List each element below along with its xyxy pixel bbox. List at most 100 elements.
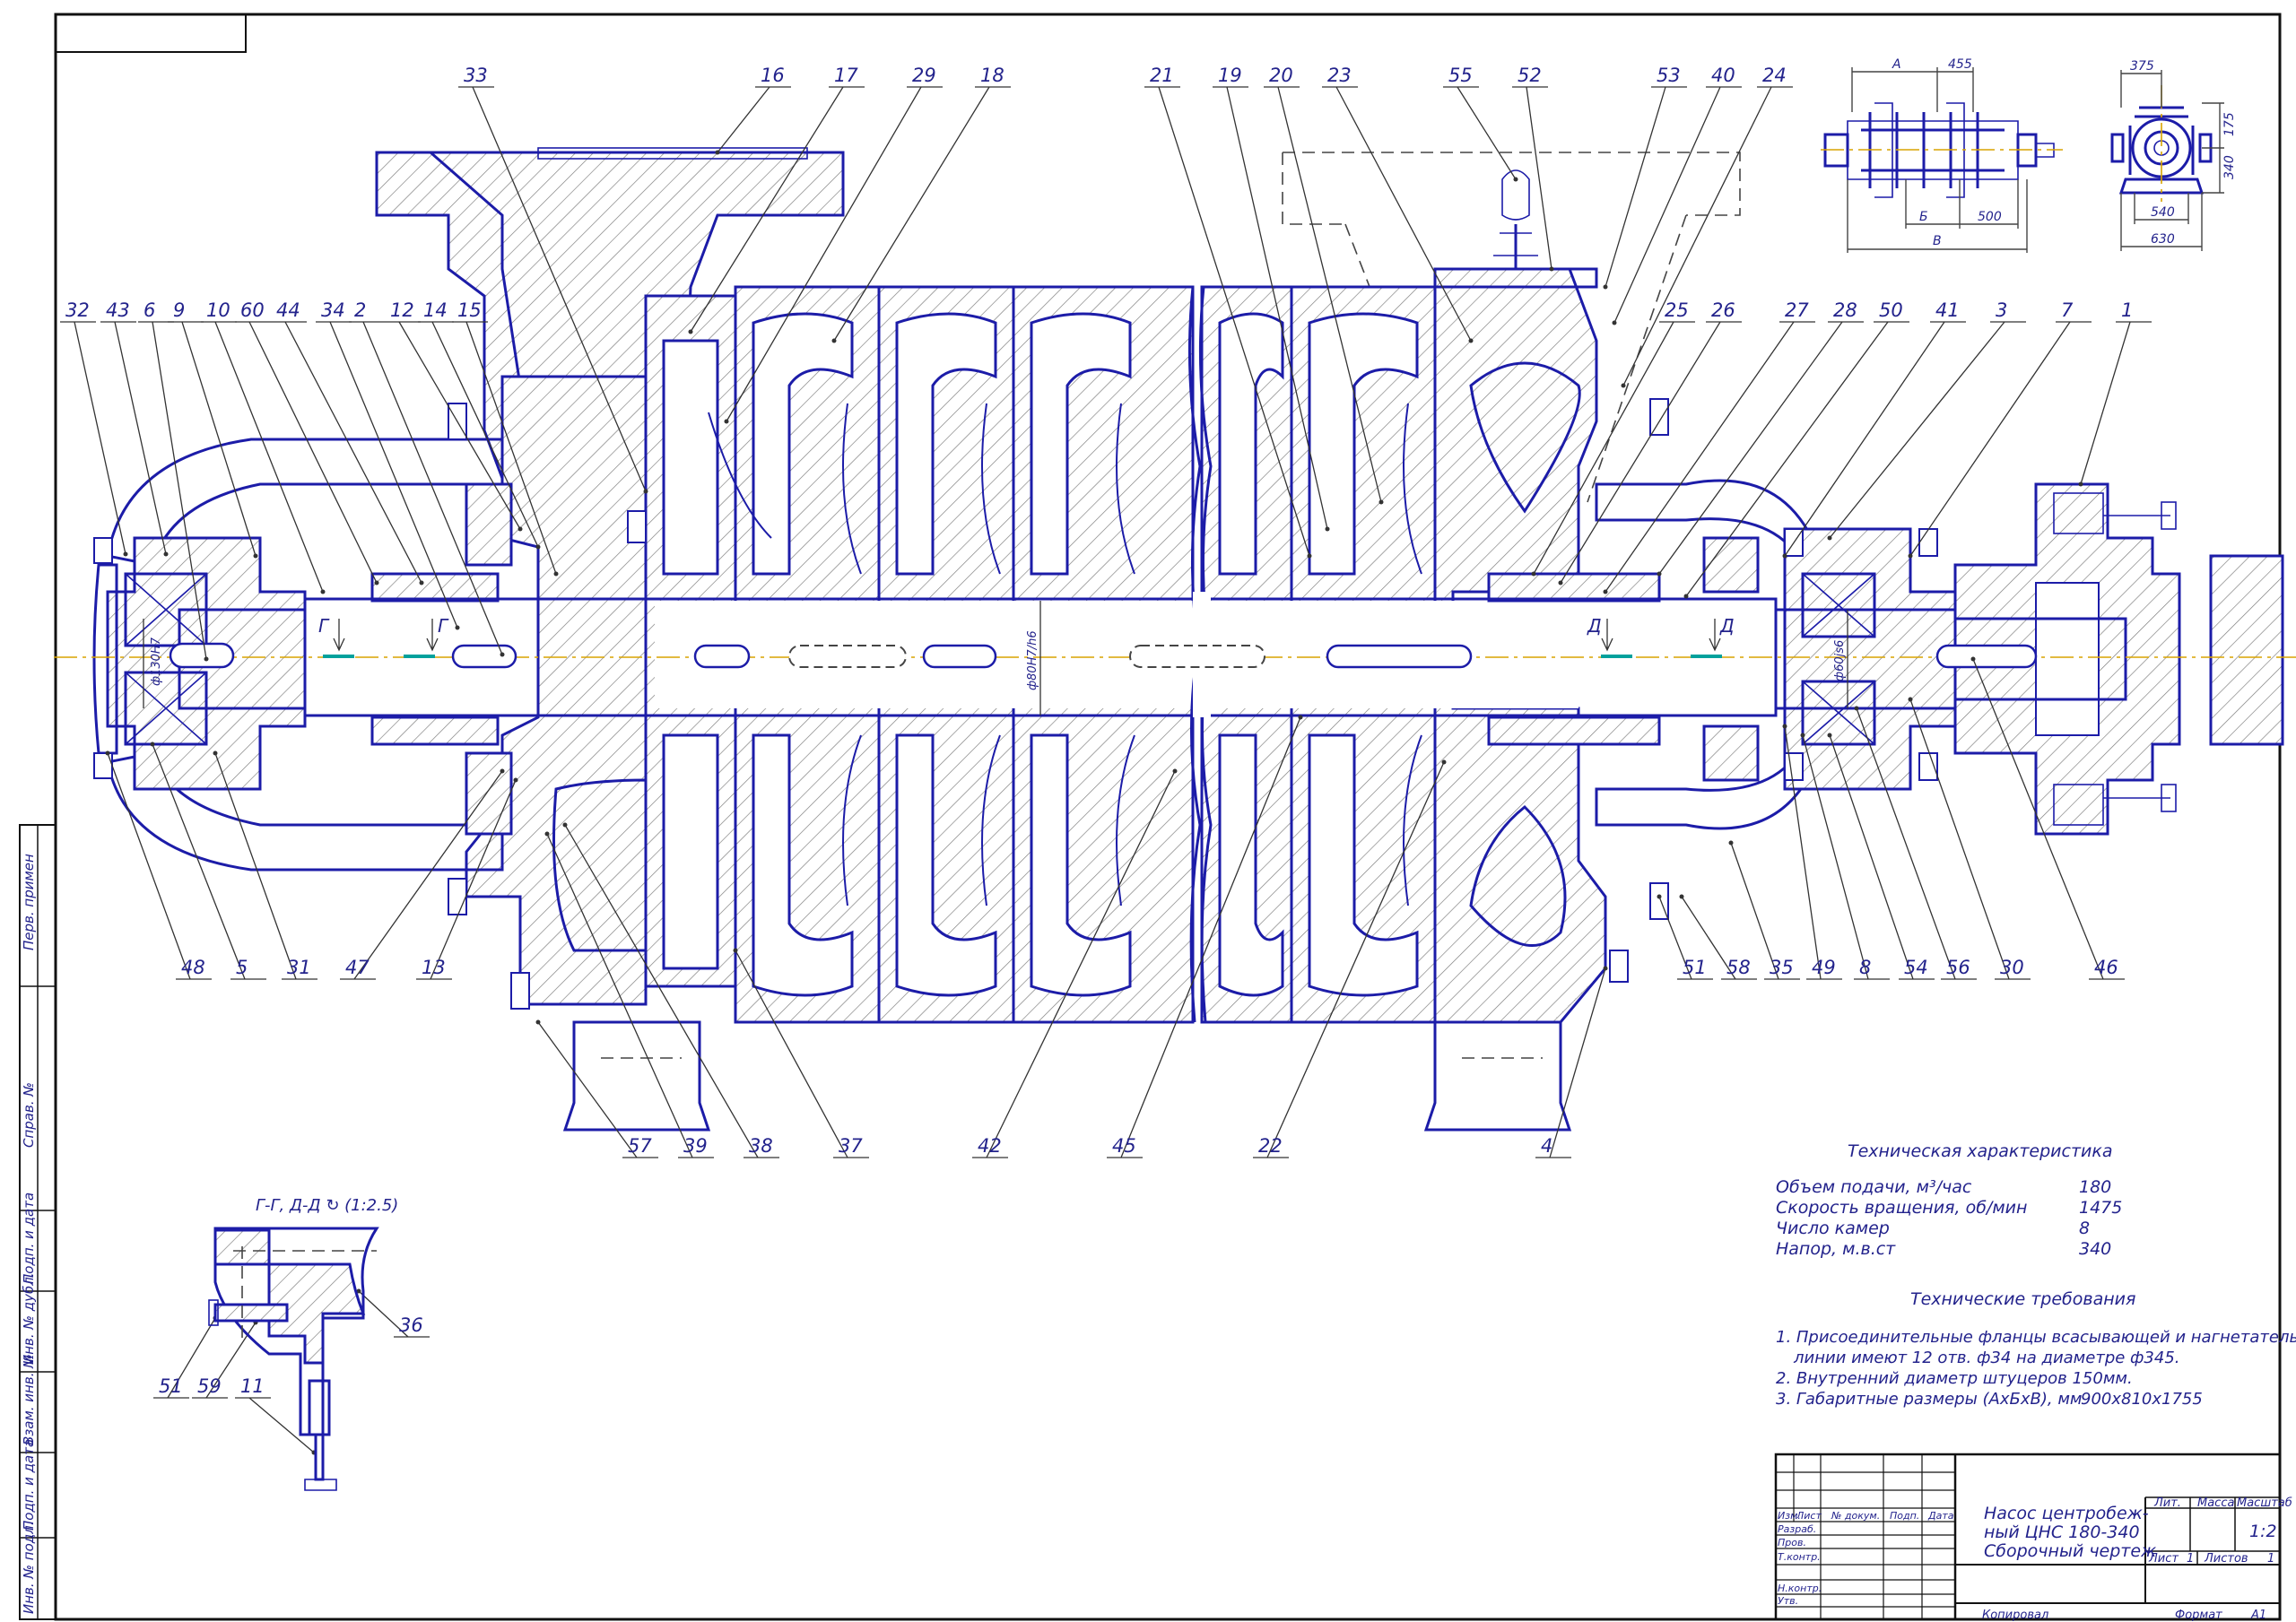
callout-16: 16 — [715, 65, 791, 155]
callout-47: 47 — [340, 768, 505, 980]
callout-number: 5 — [236, 957, 248, 978]
callout-number: 12 — [390, 299, 414, 321]
callout-number: 47 — [345, 957, 370, 978]
callout-31: 31 — [213, 750, 317, 980]
callout-number: 29 — [912, 65, 936, 86]
callout-4: 4 — [1535, 966, 1608, 1158]
callout-49: 49 — [1782, 724, 1842, 980]
mass-label: Масса — [2197, 1496, 2234, 1510]
overall-top-view — [1821, 67, 2063, 253]
callout-number: 7 — [2061, 299, 2074, 321]
callout-number: 44 — [276, 299, 300, 321]
callout-number: 59 — [197, 1375, 222, 1397]
tech-char-value-0: 180 — [2079, 1177, 2111, 1197]
callout-30: 30 — [1908, 697, 2031, 980]
pump-feet — [562, 1020, 1572, 1132]
callout-44: 44 — [271, 299, 424, 585]
callout-51: 51 — [1657, 894, 1713, 980]
callout-number: 32 — [65, 299, 90, 321]
callout-number: 33 — [464, 65, 488, 86]
callout-26: 26 — [1558, 299, 1742, 585]
col-list: Лист — [1796, 1510, 1822, 1522]
overall-views: А 455 Б 500 В 375 175 340 540 630 — [1821, 57, 2237, 253]
dim-60js6: ф60js6 — [1833, 640, 1847, 681]
callout-8: 8 — [1800, 733, 1890, 980]
coupling — [1953, 482, 2284, 836]
callout-12: 12 — [385, 299, 523, 532]
overall-end-view — [2110, 70, 2224, 251]
tech-char-title: Техническая характеристика — [1848, 1141, 2112, 1161]
sheets-label: Листов — [2204, 1552, 2248, 1566]
strip-label-5: Взам. инв. № — [21, 1354, 37, 1445]
callout-number: 23 — [1327, 65, 1352, 86]
callout-number: 50 — [1879, 299, 1903, 321]
callout-number: 22 — [1258, 1135, 1283, 1157]
section-mark-d-right: Д — [1719, 615, 1735, 637]
callout-33: 33 — [458, 65, 648, 494]
drawing-name-3: Сборочный чертеж — [1984, 1541, 2156, 1561]
callout-46: 46 — [1970, 656, 2125, 980]
callout-number: 48 — [181, 957, 205, 978]
callout-number: 18 — [980, 65, 1004, 86]
section-marks: Г Г Д Д — [318, 615, 1735, 658]
callout-29: 29 — [724, 65, 943, 424]
callout-number: 26 — [1711, 299, 1735, 321]
drawing-name-2: ный ЦНС 180-340 — [1984, 1522, 2140, 1542]
format-label: Формат — [2175, 1609, 2222, 1622]
callout-number: 46 — [2094, 957, 2118, 978]
callout-7: 7 — [1908, 299, 2092, 559]
callout-number: 27 — [1785, 299, 1809, 321]
strip-label-3: Подп. и дата — [21, 1193, 37, 1284]
callout-number: 49 — [1812, 957, 1836, 978]
tech-req-title: Технические требования — [1910, 1289, 2135, 1309]
tech-char-value-1: 1475 — [2079, 1198, 2122, 1218]
callout-3: 3 — [1827, 299, 2026, 541]
callout-number: 10 — [206, 299, 230, 321]
role-prov: Пров. — [1778, 1537, 1806, 1548]
dim-80h7h6: ф80Н7/h6 — [1026, 630, 1039, 690]
callout-34: 34 — [316, 299, 460, 630]
callout-50: 50 — [1683, 299, 1909, 599]
strip-label-2: Справ. № — [21, 1082, 37, 1148]
callout-43: 43 — [100, 299, 169, 557]
callout-41: 41 — [1782, 299, 1966, 559]
callout-number: 8 — [1859, 957, 1871, 978]
sheets-number: 1 — [2267, 1552, 2274, 1566]
pump-section-view — [54, 147, 2296, 1132]
drawing-name: Насос центробеж- ный ЦНС 180-340 Сборочн… — [1984, 1504, 2156, 1561]
role-razrab: Разраб. — [1778, 1523, 1816, 1535]
callout-57: 57 — [535, 1019, 658, 1158]
tech-char-label-3: Напор, м.в.ст — [1776, 1239, 1896, 1259]
callout-number: 43 — [106, 299, 130, 321]
callout-number: 28 — [1833, 299, 1857, 321]
callout-number: 42 — [978, 1135, 1002, 1157]
callout-number: 53 — [1657, 65, 1681, 86]
dim-455: 455 — [1948, 57, 1972, 72]
tech-req-dims: 900х810х1755 — [2081, 1390, 2203, 1409]
strip-label-6: Подп. и дата — [21, 1439, 37, 1531]
callout-number: 37 — [839, 1135, 863, 1157]
callout-number: 3 — [1996, 299, 2007, 321]
callout-number: 55 — [1448, 65, 1473, 86]
callout-number: 36 — [399, 1314, 423, 1336]
callout-27: 27 — [1603, 299, 1815, 594]
drawing-name-1: Насос центробеж- — [1984, 1504, 2149, 1523]
callout-28: 28 — [1657, 299, 1864, 577]
shaft-dimensions: ф130Н7 ф80Н7/h6 ф60js6 — [143, 601, 1848, 716]
callout-number: 34 — [321, 299, 345, 321]
detail-title: Г-Г, Д-Д ↻ (1:2.5) — [256, 1196, 398, 1215]
callout-number: 4 — [1541, 1135, 1552, 1157]
dim-540: 540 — [2151, 205, 2175, 220]
discharge-chamber — [1469, 361, 1581, 514]
tech-req-line-0: 1. Присоединительные фланцы всасывающей … — [1776, 1328, 2296, 1347]
tech-char-label-2: Число камер — [1776, 1219, 1890, 1238]
callout-2: 2 — [349, 299, 505, 657]
callout-22: 22 — [1253, 759, 1447, 1158]
dim-130h7: ф130Н7 — [150, 637, 163, 686]
callout-number: 35 — [1770, 957, 1794, 978]
strip-label-1: Перв. примен — [21, 854, 37, 950]
callout-number: 13 — [422, 957, 446, 978]
sheet-frame — [19, 13, 2282, 1621]
